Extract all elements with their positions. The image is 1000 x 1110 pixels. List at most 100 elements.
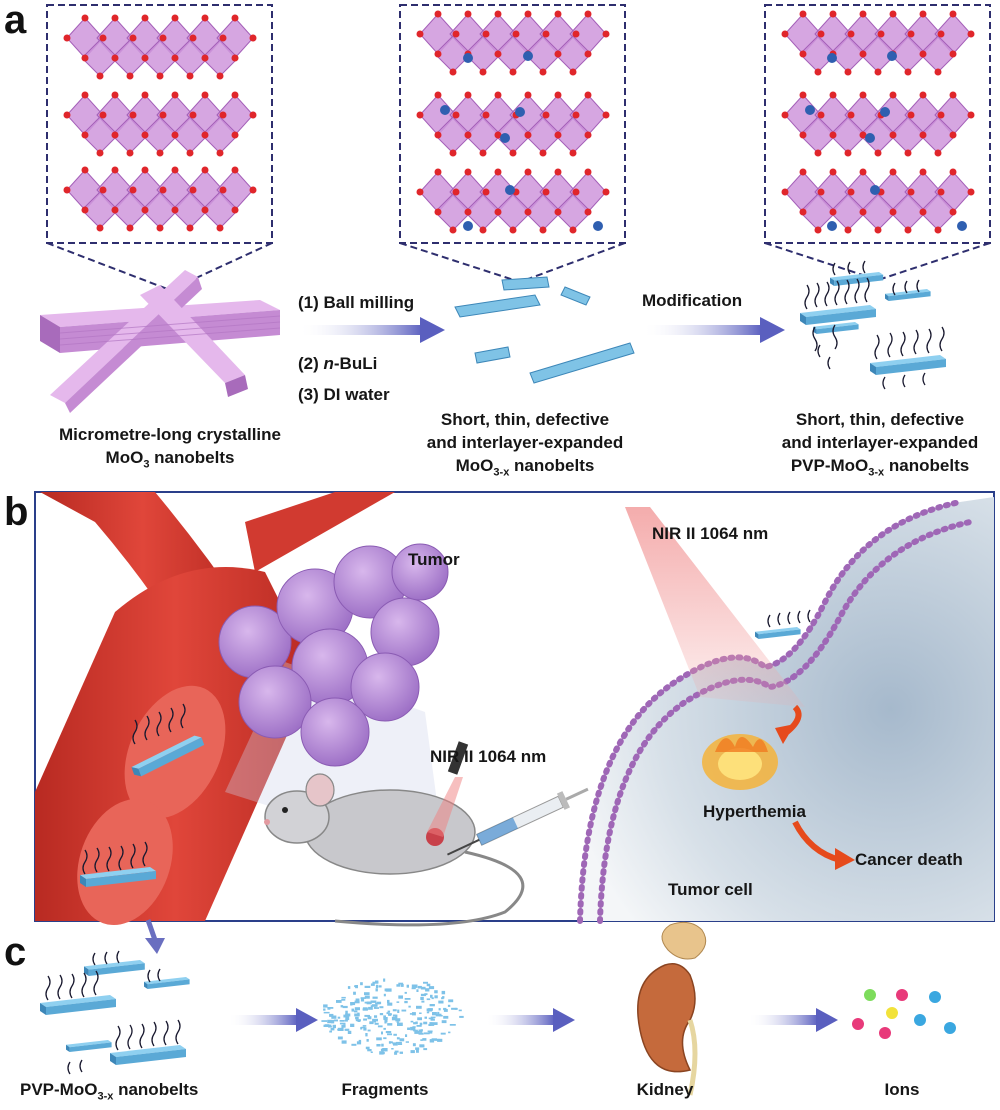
fragment-piece: [393, 1043, 398, 1046]
fragment-piece: [432, 1022, 438, 1025]
fragment-piece: [454, 1007, 458, 1010]
fragment-piece: [424, 1016, 427, 1019]
fragment-piece: [431, 997, 434, 1000]
fragment-piece: [374, 1022, 379, 1025]
fragment-piece: [421, 1000, 425, 1003]
fragment-piece: [415, 1021, 418, 1025]
label-fragments: Fragments: [341, 1080, 429, 1099]
fragment-piece: [411, 987, 416, 990]
fragment-piece: [375, 988, 378, 992]
step-3: (3) DI water: [298, 385, 390, 404]
fragment-piece: [354, 985, 357, 988]
fragment-piece: [420, 996, 424, 1000]
fragment-piece: [419, 1012, 422, 1014]
fragment-piece: [418, 1032, 424, 1035]
fragment-piece: [347, 986, 351, 989]
fragment-piece: [387, 999, 390, 1003]
label-moo3x-nanobelts: Short, thin, defective and interlayer-ex…: [426, 410, 624, 479]
fragment-piece: [410, 1050, 415, 1054]
fragment-piece: [354, 1013, 360, 1017]
fragment-piece: [458, 1009, 462, 1012]
fragment-piece: [401, 1009, 407, 1012]
fragment-piece: [378, 985, 382, 988]
fragment-piece: [426, 1011, 430, 1014]
fragment-piece: [375, 1002, 380, 1005]
fragment-piece: [341, 999, 346, 1001]
fragment-piece: [354, 1007, 360, 1011]
fragment-piece: [345, 1013, 351, 1017]
fragment-piece: [329, 1030, 332, 1033]
fragment-piece: [420, 1039, 423, 1041]
panel-c-illustration: [40, 919, 956, 1096]
fragment-piece: [360, 997, 366, 999]
fragment-piece: [333, 1019, 338, 1022]
fragment-piece: [375, 984, 379, 989]
fragment-piece: [341, 1024, 344, 1028]
fragment-piece: [441, 1020, 447, 1024]
fragment-piece: [370, 1051, 373, 1053]
fragment-piece: [394, 1051, 398, 1055]
fragment-piece: [330, 1028, 335, 1031]
fragment-piece: [417, 985, 422, 989]
short-nanobelts-illustration: [454, 276, 635, 384]
fragment-piece: [395, 1018, 401, 1022]
fragment-piece: [459, 1015, 464, 1018]
fragment-piece: [370, 983, 375, 986]
fragment-piece: [395, 1041, 402, 1044]
fragment-piece: [345, 1016, 350, 1021]
fragment-piece: [388, 1041, 392, 1044]
fragment-piece: [379, 1013, 384, 1016]
synthesis-steps: (1) Ball milling (2) n-BuLi (3) DI water: [298, 287, 414, 410]
fragment-piece: [373, 1006, 377, 1009]
fragment-piece: [363, 1018, 367, 1021]
fragment-piece: [399, 1051, 403, 1054]
modification-label: Modification: [642, 291, 743, 310]
arrows-panel-a: [298, 317, 785, 343]
fragment-piece: [432, 1012, 437, 1016]
fragment-piece: [397, 1022, 403, 1026]
fragment-piece: [416, 1005, 422, 1009]
fragment-piece: [410, 1020, 414, 1023]
fragment-piece: [396, 984, 401, 987]
fragment-piece: [331, 1015, 337, 1019]
fragment-piece: [410, 1026, 416, 1031]
fragment-piece: [451, 1007, 457, 1010]
fragment-piece: [364, 992, 370, 996]
fragment-piece: [430, 994, 433, 998]
fragment-piece: [343, 1024, 346, 1028]
fragment-piece: [340, 1005, 344, 1008]
fragment-piece: [341, 1040, 347, 1044]
fragment-piece: [419, 1022, 423, 1026]
fragment-piece: [447, 1004, 451, 1007]
fragment-piece: [384, 1019, 388, 1023]
fragment-piece: [426, 998, 431, 1001]
fragment-piece: [344, 1019, 348, 1022]
fragment-piece: [352, 1002, 356, 1006]
fragment-piece: [416, 1049, 419, 1053]
fragment-piece: [372, 996, 378, 999]
fragment-piece: [428, 1008, 433, 1011]
fragment-piece: [345, 1010, 348, 1014]
fragment-piece: [415, 1047, 420, 1050]
fragment-piece: [367, 1029, 371, 1032]
fragment-piece: [369, 1021, 374, 1025]
fragments-scatter: [321, 978, 464, 1055]
fragment-piece: [423, 981, 428, 984]
fragment-piece: [417, 1017, 422, 1021]
fragment-piece: [429, 1022, 433, 1026]
fragment-piece: [419, 1044, 425, 1048]
fragment-piece: [387, 1033, 392, 1036]
fragment-piece: [364, 985, 371, 988]
fragment-piece: [443, 1009, 448, 1012]
fragment-piece: [423, 1021, 428, 1025]
step-1: (1) Ball milling: [298, 293, 415, 312]
panel-b-illustration: [34, 491, 995, 927]
fragment-piece: [406, 984, 409, 988]
fragment-piece: [434, 990, 438, 994]
fragment-piece: [323, 1008, 326, 1011]
fragment-piece: [365, 1033, 368, 1037]
fragment-piece: [354, 1010, 358, 1013]
fragment-piece: [395, 1014, 398, 1018]
fragment-piece: [364, 1014, 370, 1017]
fragment-piece: [400, 983, 404, 987]
